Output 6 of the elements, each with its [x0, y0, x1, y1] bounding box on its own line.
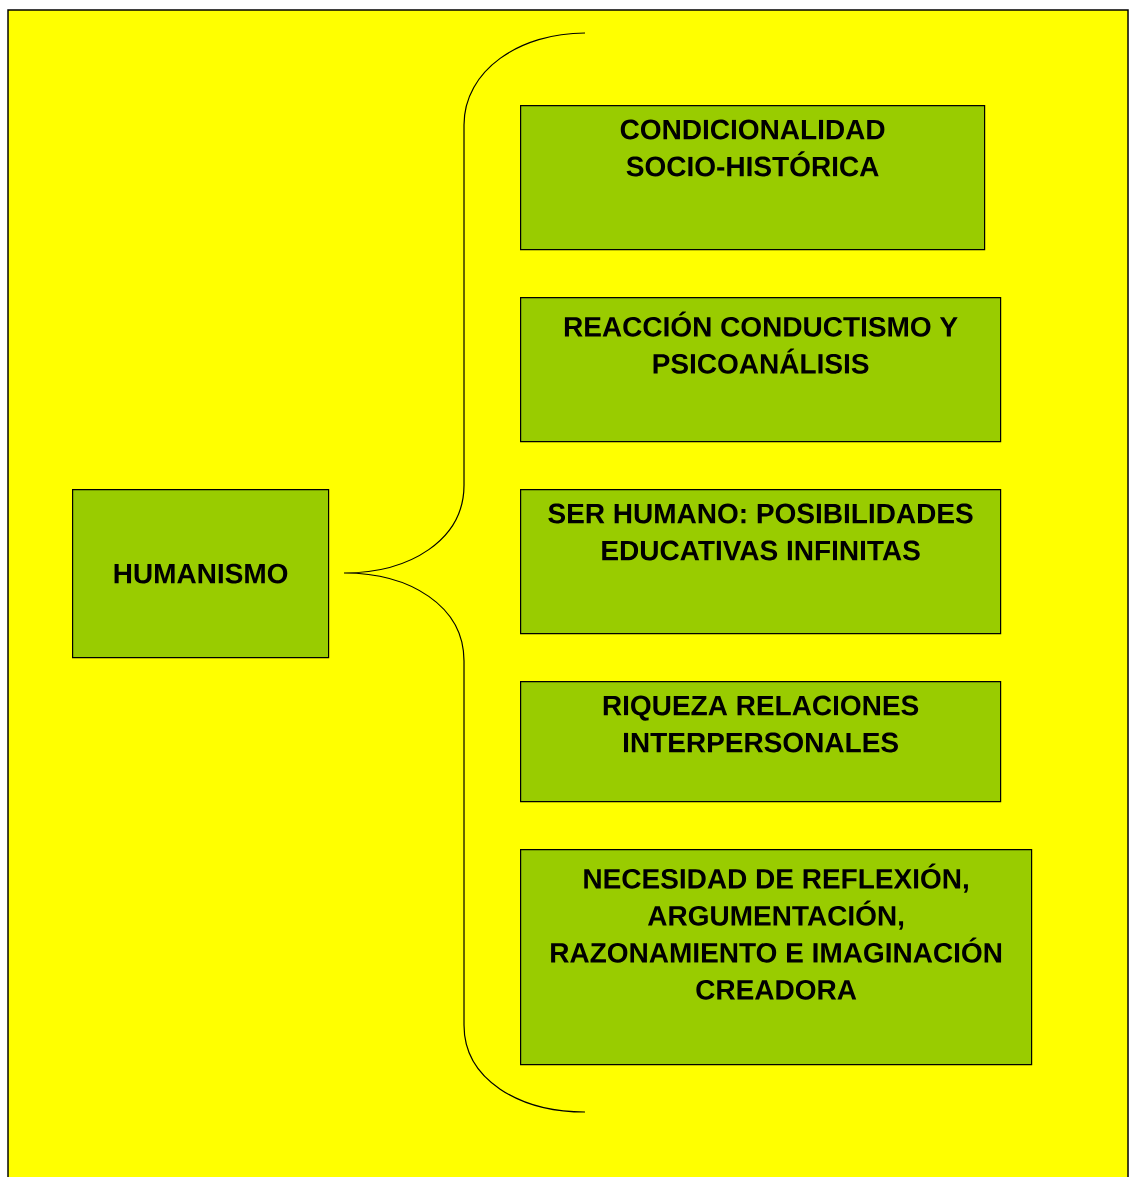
- concept-box: REACCIÓN CONDUCTISMO Y PSICOANÁLISIS: [520, 297, 1002, 443]
- concept-box: SER HUMANO: POSIBILIDADES EDUCATIVAS INFINITAS: [520, 489, 1002, 635]
- concept-box: HUMANISMO: [72, 489, 330, 659]
- concept-box: NECESIDAD DE REFLEXIÓN, ARGUMENTACIÓN, RAZONAMIENTO E IMAGINACIÓN CREADORA: [520, 849, 1033, 1066]
- concept-box: RIQUEZA RELACIONES INTERPERSONALES: [520, 681, 1002, 803]
- concept-box: CONDICIONALIDAD SOCIO-HISTÓRICA: [520, 105, 986, 251]
